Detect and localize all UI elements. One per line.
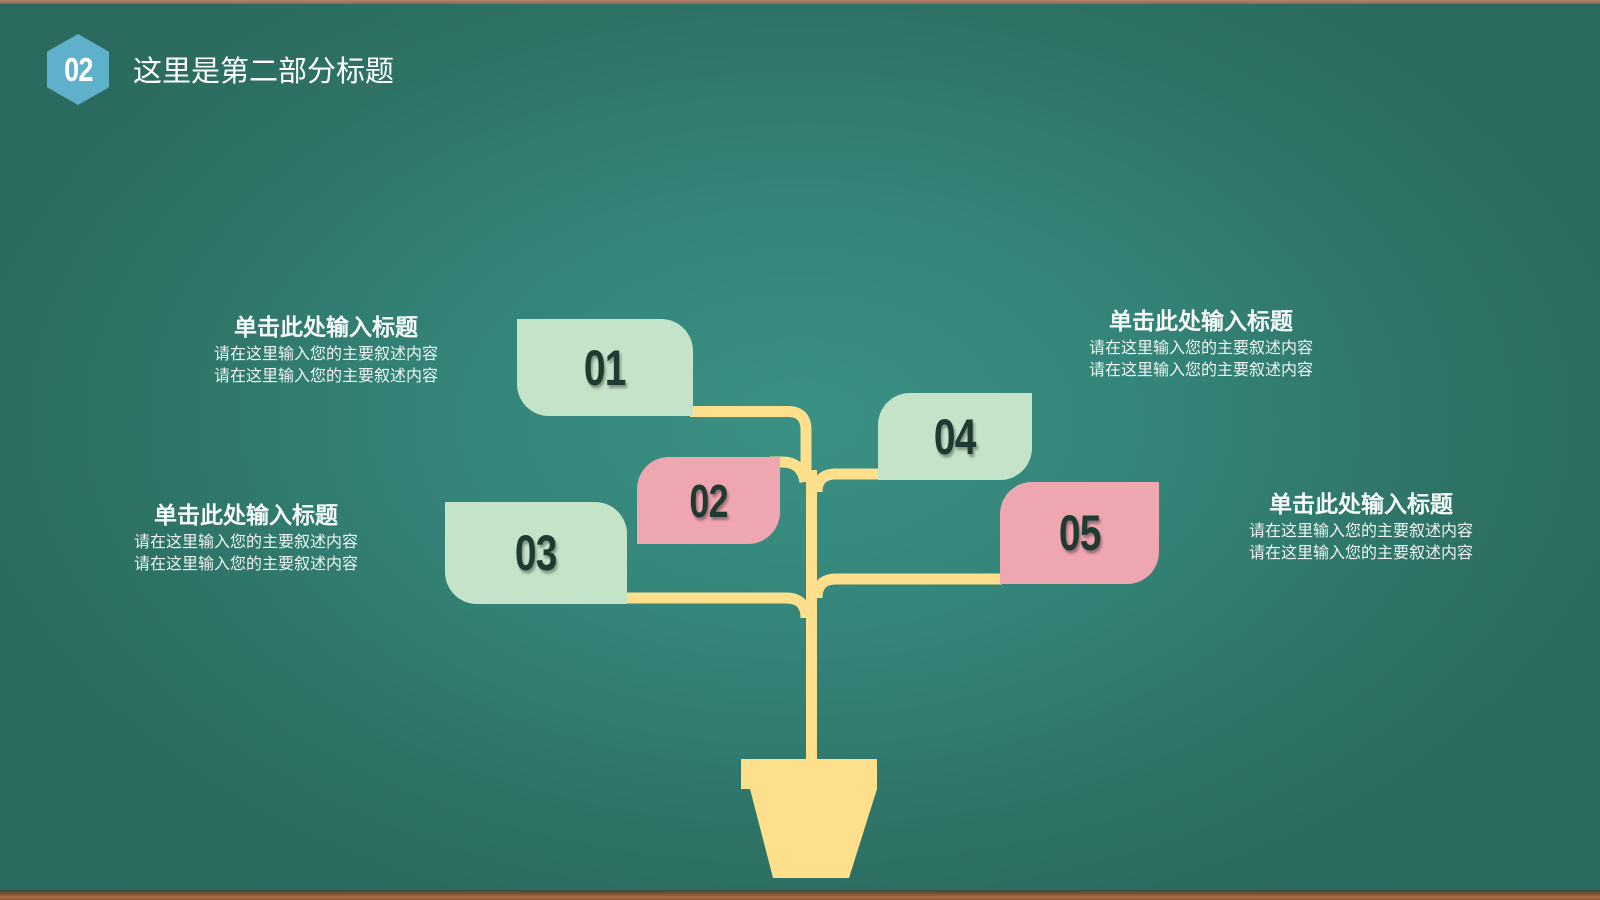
- text-block-line: 请在这里输入您的主要叙述内容: [213, 366, 438, 385]
- text-block-02[interactable]: 单击此处输入标题 请在这里输入您的主要叙述内容 请在这里输入您的主要叙述内容: [116, 501, 376, 575]
- branch-02: [770, 456, 811, 484]
- text-block-title: 单击此处输入标题: [1109, 309, 1293, 335]
- page-title[interactable]: 这里是第二部分标题: [133, 54, 395, 88]
- text-block-line: 请在这里输入您的主要叙述内容: [133, 554, 358, 573]
- text-block-line: 请在这里输入您的主要叙述内容: [133, 532, 358, 551]
- leaf-03[interactable]: 03: [445, 502, 627, 604]
- text-block-03[interactable]: 单击此处输入标题 请在这里输入您的主要叙述内容 请在这里输入您的主要叙述内容: [1071, 307, 1331, 381]
- leaf-01[interactable]: 01: [517, 319, 693, 416]
- text-block-line: 请在这里输入您的主要叙述内容: [1248, 521, 1473, 540]
- text-block-title: 单击此处输入标题: [154, 503, 338, 529]
- leaf-number: 04: [934, 408, 977, 465]
- pot-rim: [741, 759, 877, 789]
- board-frame-top: [0, 0, 1600, 4]
- leaf-number: 03: [515, 525, 558, 581]
- text-block-line: 请在这里输入您的主要叙述内容: [213, 344, 438, 363]
- text-block-title: 单击此处输入标题: [1269, 492, 1453, 518]
- flower-pot: [741, 759, 877, 878]
- board-frame-bottom: [0, 890, 1600, 900]
- text-block-title: 单击此处输入标题: [234, 315, 418, 341]
- text-block-line: 请在这里输入您的主要叙述内容: [1088, 338, 1313, 357]
- pot-body: [750, 789, 877, 878]
- branch-03: [620, 592, 812, 619]
- leaf-number: 02: [689, 474, 728, 527]
- leaf-number: 05: [1058, 505, 1102, 561]
- leaf-number: 01: [584, 339, 627, 396]
- branch-04: [811, 468, 880, 493]
- branch-05: [811, 573, 1002, 599]
- text-block-01[interactable]: 单击此处输入标题 请在这里输入您的主要叙述内容 请在这里输入您的主要叙述内容: [196, 313, 456, 387]
- leaf-02[interactable]: 02: [637, 457, 780, 544]
- text-block-line: 请在这里输入您的主要叙述内容: [1248, 543, 1473, 562]
- leaf-05[interactable]: 05: [1000, 482, 1159, 584]
- leaf-04[interactable]: 04: [878, 393, 1032, 480]
- branch-01: [690, 406, 812, 480]
- section-number: 02: [63, 50, 93, 88]
- text-block-line: 请在这里输入您的主要叙述内容: [1088, 360, 1313, 379]
- text-block-04[interactable]: 单击此处输入标题 请在这里输入您的主要叙述内容 请在这里输入您的主要叙述内容: [1231, 490, 1491, 564]
